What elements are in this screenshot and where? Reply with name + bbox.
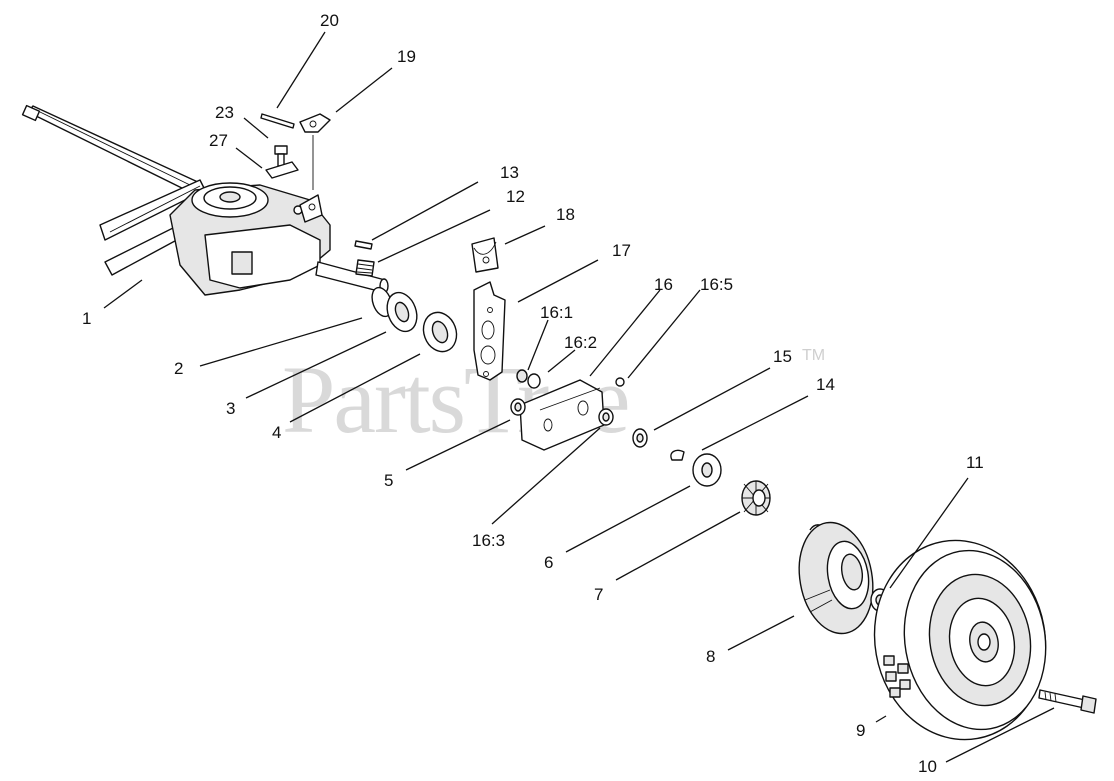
callout-4: 4 xyxy=(272,423,281,442)
bolt-10 xyxy=(1038,689,1097,714)
bushing-16-2 xyxy=(527,373,541,389)
wheel-tread xyxy=(883,655,911,698)
callout-8: 8 xyxy=(706,647,715,666)
hubcap-parts xyxy=(798,521,890,635)
callout-23: 23 xyxy=(215,103,234,122)
callout-16-5: 16:5 xyxy=(700,275,733,294)
callout-2: 2 xyxy=(174,359,183,378)
pin-20 xyxy=(260,113,295,129)
transmission-assembly xyxy=(21,104,389,296)
washer-stack xyxy=(371,286,458,353)
callout-14: 14 xyxy=(816,375,835,394)
bracket-16-group xyxy=(510,369,625,451)
gear-7 xyxy=(741,480,771,516)
callout-16-2: 16:2 xyxy=(564,333,597,352)
callout-6: 6 xyxy=(544,553,553,572)
callout-27: 27 xyxy=(209,131,228,150)
gear-parts xyxy=(632,428,771,516)
callout-12: 12 xyxy=(506,187,525,206)
lever-19 xyxy=(299,113,331,133)
wheel-9 xyxy=(873,539,1047,741)
callout-16: 16 xyxy=(654,275,673,294)
callout-10: 10 xyxy=(918,757,937,776)
callout-15: 15 xyxy=(773,347,792,366)
top-small-parts xyxy=(260,113,375,277)
callout-19: 19 xyxy=(397,47,416,66)
callout-1: 1 xyxy=(82,309,91,328)
callout-20: 20 xyxy=(320,11,339,30)
bolt-23 xyxy=(274,145,288,155)
callout-16-3: 16:3 xyxy=(472,531,505,550)
nut-16-1 xyxy=(516,369,528,383)
callout-17: 17 xyxy=(612,241,631,260)
callout-3: 3 xyxy=(226,399,235,418)
callout-5: 5 xyxy=(384,471,393,490)
callout-9: 9 xyxy=(856,721,865,740)
plate-27 xyxy=(265,161,299,179)
callout-labels: 20 19 23 27 13 12 18 17 16 16:5 16:1 16:… xyxy=(82,11,984,776)
leader-lines xyxy=(103,31,1055,763)
callout-11: 11 xyxy=(966,453,984,472)
key-13 xyxy=(354,240,373,250)
callout-16-1: 16:1 xyxy=(540,303,573,322)
plate-17 xyxy=(473,281,506,381)
callout-18: 18 xyxy=(556,205,575,224)
nut-16-5 xyxy=(615,377,625,387)
callout-13: 13 xyxy=(500,163,519,182)
watermark-trademark: TM xyxy=(802,347,825,364)
clip-14 xyxy=(670,449,685,461)
plate-parts xyxy=(471,237,506,381)
clip-18 xyxy=(471,237,499,273)
callout-7: 7 xyxy=(594,585,603,604)
